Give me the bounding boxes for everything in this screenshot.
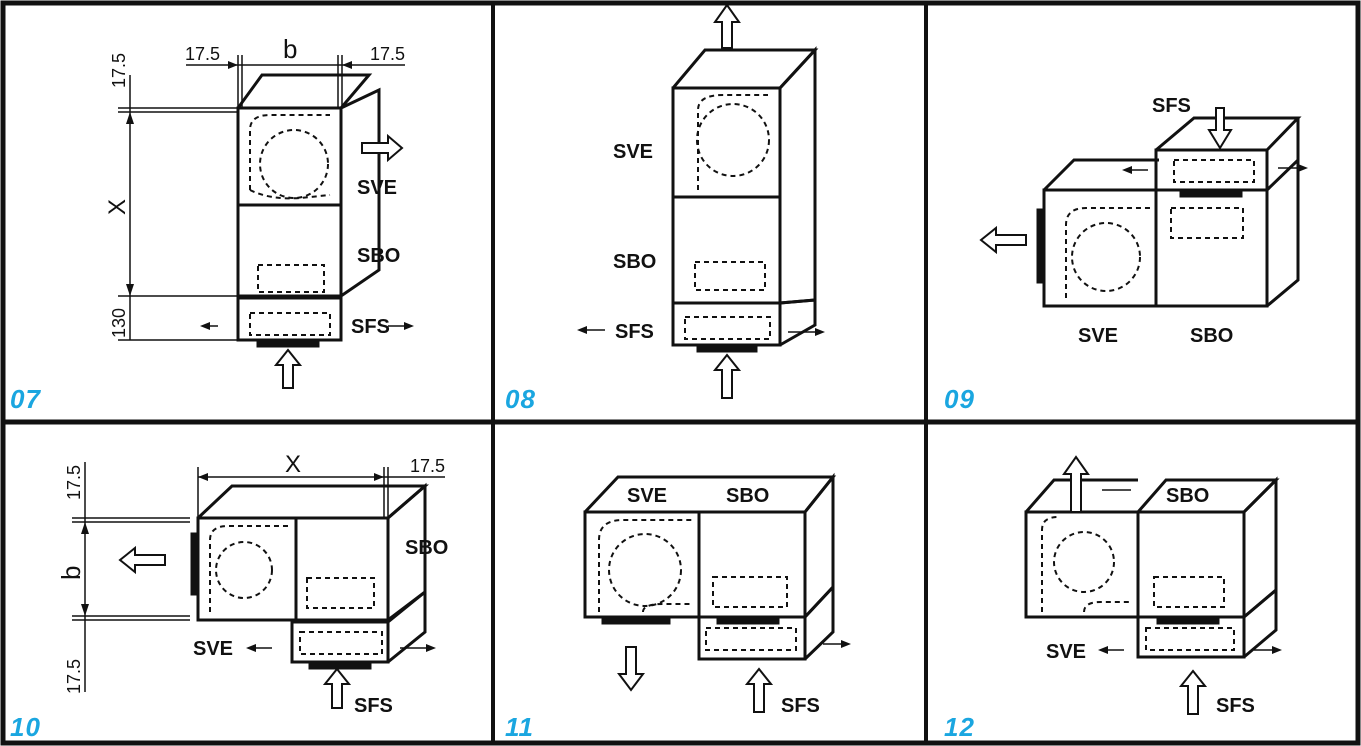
label-sve: SVE (193, 638, 233, 660)
label-sbo: SBO (726, 485, 769, 507)
panel-08: SVE SBO SFS 08 (493, 0, 926, 422)
diagram-10: 17.5 b 17.5 X 17.5 SBO SVE SFS (56, 451, 448, 717)
dim-17-5-top: 17.5 (64, 465, 84, 500)
dim-17-5-vertical: 17.5 (109, 53, 129, 88)
panel-09: SFS SVE SBO 09 (926, 0, 1361, 422)
diagram-08: SVE SBO SFS (577, 3, 825, 399)
diagram-09: SFS SVE SBO (979, 95, 1308, 347)
label-sfs: SFS (351, 316, 390, 338)
label-sve: SVE (357, 177, 397, 199)
label-sbo: SBO (1190, 325, 1233, 347)
label-sfs: SFS (615, 321, 654, 343)
panel-number: 08 (505, 384, 536, 414)
dim-17-5-right: 17.5 (370, 44, 405, 64)
label-sfs: SFS (781, 695, 820, 717)
panel-number: 07 (10, 384, 41, 414)
panel-number: 09 (944, 384, 975, 414)
diagram-12: SBO SVE SFS (1024, 455, 1282, 717)
panel-number: 10 (10, 712, 41, 742)
label-sbo: SBO (613, 251, 656, 273)
label-sve: SVE (1078, 325, 1118, 347)
panel-12: SBO SVE SFS 12 (926, 422, 1361, 746)
label-sbo: SBO (405, 537, 448, 559)
dim-b: b (56, 566, 86, 580)
dim-17-5-bottom: 17.5 (64, 659, 84, 694)
label-sfs: SFS (1152, 95, 1191, 117)
dim-x: X (104, 199, 131, 215)
label-sbo: SBO (357, 245, 400, 267)
panel-10: 17.5 b 17.5 X 17.5 SBO SVE SFS 10 (0, 422, 493, 746)
panel-number: 12 (944, 712, 975, 742)
dim-x: X (285, 451, 301, 478)
diagram-07: 17.5 17.5 b 17.5 X 130 SVE SBO SFS (104, 34, 414, 389)
dim-b: b (283, 34, 297, 64)
label-sfs: SFS (1216, 695, 1255, 717)
dim-17-5-right: 17.5 (410, 456, 445, 476)
panel-number: 11 (505, 712, 534, 742)
diagram-11: SVE SBO SFS (583, 472, 851, 717)
panel-11: SVE SBO SFS 11 (493, 422, 926, 746)
dim-17-5-left: 17.5 (185, 44, 220, 64)
label-sve: SVE (1046, 641, 1086, 663)
label-sve: SVE (613, 141, 653, 163)
label-sfs: SFS (354, 695, 393, 717)
dim-130: 130 (109, 308, 129, 338)
label-sbo: SBO (1166, 485, 1209, 507)
label-sve: SVE (627, 485, 667, 507)
panel-07: 17.5 17.5 b 17.5 X 130 SVE SBO SFS 07 (0, 0, 493, 422)
